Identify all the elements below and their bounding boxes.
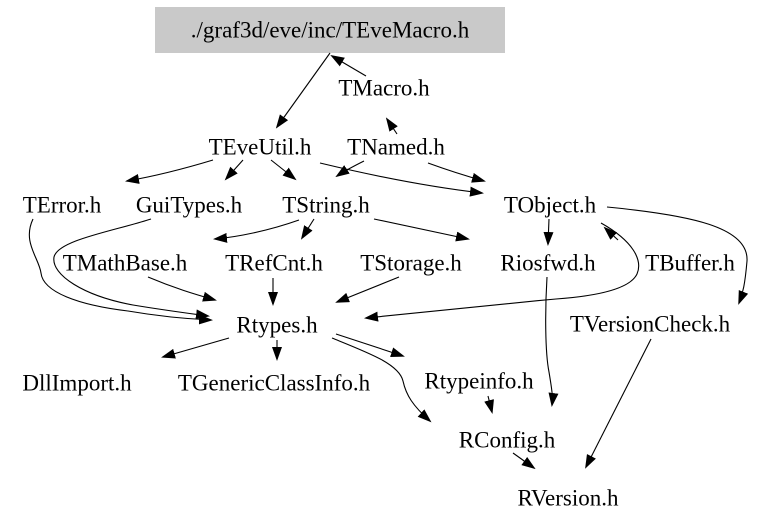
- edge-terror-rtypes: [28, 218, 213, 325]
- node-tgenericclassinfo[interactable]: TGenericClassInfo.h: [177, 370, 371, 396]
- edge-rtypes-rtypeinfo: [335, 333, 405, 358]
- edge-tmathbase-rtypes: [147, 276, 217, 302]
- node-rconfig[interactable]: RConfig.h: [458, 427, 556, 453]
- edge-tobject-riosfwd: [543, 218, 554, 246]
- edge-tstring-tstorage: [373, 218, 470, 242]
- edge-rtypes-dllimport: [161, 337, 230, 359]
- edge-teveutil-tobject: [319, 162, 484, 197]
- edge-tnamed-tstring: [335, 160, 365, 178]
- node-tversioncheck[interactable]: TVersionCheck.h: [569, 311, 731, 337]
- node-dllimport[interactable]: DllImport.h: [22, 370, 132, 396]
- node-guitypes[interactable]: GuiTypes.h: [135, 192, 243, 218]
- node-tobject[interactable]: TObject.h: [503, 192, 597, 218]
- edge-tobject-rtypes: [364, 222, 640, 322]
- edge-tstring-tmathbase: [213, 219, 300, 243]
- edge-tobject-tversioncheck: [606, 206, 749, 305]
- node-tevemacro: ./graf3d/eve/inc/TEveMacro.h: [190, 17, 470, 43]
- edge-rtypeinfo-rconfig: [484, 395, 494, 414]
- node-rtypeinfo[interactable]: Rtypeinfo.h: [424, 368, 534, 394]
- node-rversion[interactable]: RVersion.h: [517, 485, 619, 511]
- edge-teveMacro-teveutil: [275, 52, 331, 129]
- node-tmathbase[interactable]: TMathBase.h: [62, 250, 188, 276]
- node-rtypes[interactable]: Rtypes.h: [236, 312, 318, 338]
- edge-teveutil-tstring: [270, 159, 297, 181]
- edge-tstring-trefcnt: [300, 218, 315, 240]
- node-tmacro[interactable]: TMacro.h: [338, 75, 430, 101]
- edge-rconfig-rversion: [512, 452, 536, 470]
- edge-rtypes-rconfig: [331, 337, 432, 423]
- edge-tmacro-tevemacro: [330, 54, 367, 77]
- node-terror[interactable]: TError.h: [22, 192, 102, 218]
- edge-tbuffer-tobject: [603, 226, 619, 241]
- edge-teveutil-terror: [125, 159, 214, 184]
- edge-tnamed-tmacro: [385, 117, 398, 135]
- edge-tnamed-tobject: [427, 162, 486, 183]
- edge-riosfwd-rconfig: [545, 276, 559, 407]
- title-node-box: [155, 7, 505, 53]
- node-tnamed[interactable]: TNamed.h: [347, 134, 445, 160]
- node-riosfwd[interactable]: Riosfwd.h: [500, 250, 596, 276]
- node-teveutil[interactable]: TEveUtil.h: [208, 134, 312, 160]
- edge-tstorage-rtypes: [335, 276, 400, 303]
- edge-tversioncheck-rversion: [585, 338, 652, 469]
- node-tbuffer[interactable]: TBuffer.h: [645, 250, 735, 276]
- node-trefcnt[interactable]: TRefCnt.h: [225, 250, 323, 276]
- edge-guitypes-rtypes: [53, 218, 210, 320]
- node-tstorage[interactable]: TStorage.h: [360, 250, 462, 276]
- node-tstring[interactable]: TString.h: [282, 192, 370, 218]
- edge-teveutil-guitypes: [224, 159, 244, 181]
